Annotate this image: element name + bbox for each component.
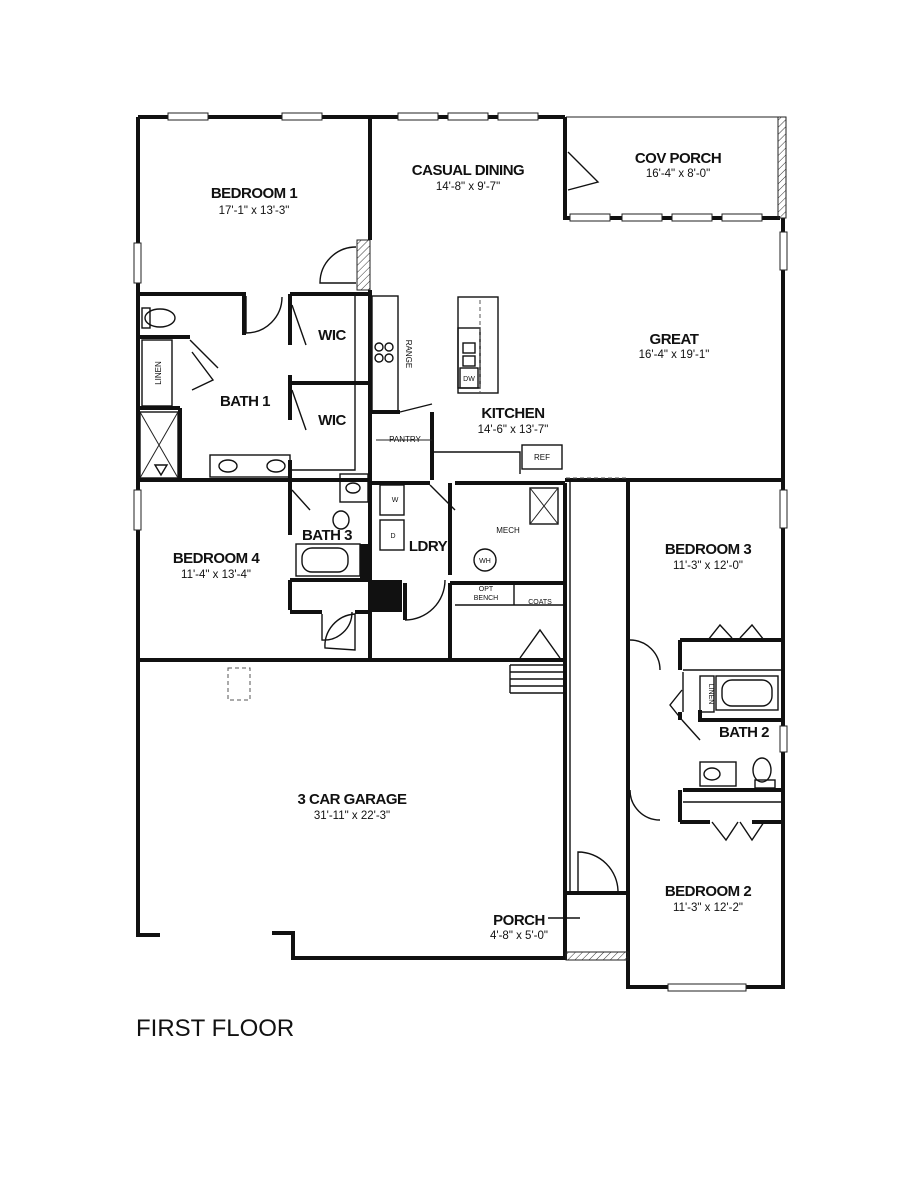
bath1-name: BATH 1 — [220, 393, 270, 410]
bath2-name: BATH 2 — [719, 724, 769, 741]
ref-label: REF — [534, 453, 550, 462]
bath3-name: BATH 3 — [302, 527, 352, 544]
interior-walls — [138, 117, 783, 893]
linen1-label: LINEN — [154, 361, 163, 385]
wic2-name: WIC — [318, 412, 346, 429]
dining-wall-hatch — [356, 239, 371, 291]
fixtures — [139, 295, 779, 789]
cov-porch-column-right — [777, 116, 787, 219]
opt-label: OPT — [479, 586, 494, 593]
wic1-name: WIC — [318, 327, 346, 344]
bedroom4-dim: 11'-4" x 13'-4" — [181, 569, 251, 581]
linen2-label: LINEN — [707, 684, 714, 705]
mech-label: MECH — [496, 526, 520, 535]
kitchen-dim: 14'-6" x 13'-7" — [478, 424, 549, 436]
washer-label: W — [392, 497, 399, 504]
porch-dim: 4'-8" x 5'-0" — [490, 930, 548, 942]
pantry-label: PANTRY — [389, 435, 421, 444]
ldry-name: LDRY — [409, 538, 448, 555]
floor-title: FIRST FLOOR — [136, 1015, 294, 1042]
wh-label: WH — [479, 558, 491, 565]
dryer-label: D — [390, 533, 395, 540]
porch-name: PORCH — [493, 912, 545, 929]
casual-dining-name: CASUAL DINING — [412, 162, 524, 179]
kitchen-name: KITCHEN — [481, 405, 544, 422]
porch-hatch-bottom — [565, 951, 629, 961]
room-labels: BEDROOM 1 17'-1" x 13'-3" CASUAL DINING … — [173, 150, 770, 942]
casual-dining-dim: 14'-8" x 9'-7" — [436, 181, 500, 193]
bedroom2-name: BEDROOM 2 — [665, 883, 752, 900]
bedroom3-dim: 11'-3" x 12'-0" — [673, 560, 743, 572]
fixture-labels: LINEN RANGE DW PANTRY REF MECH WH W D OP… — [154, 340, 714, 705]
bedroom1-name: BEDROOM 1 — [211, 185, 298, 202]
bedroom2-dim: 11'-3" x 12'-2" — [673, 902, 743, 914]
range-label: RANGE — [404, 340, 413, 368]
great-name: GREAT — [650, 331, 699, 348]
garage-name: 3 CAR GARAGE — [297, 791, 407, 808]
great-dim: 16'-4" x 19'-1" — [639, 349, 710, 361]
bedroom4-name: BEDROOM 4 — [173, 550, 261, 567]
garage-dim: 31'-11" x 22'-3" — [314, 810, 390, 822]
cov-porch-dim: 16'-4" x 8'-0" — [646, 168, 710, 180]
bedroom1-dim: 17'-1" x 13'-3" — [219, 205, 290, 217]
doors — [189, 151, 765, 893]
bedroom3-name: BEDROOM 3 — [665, 541, 752, 558]
dw-label: DW — [463, 376, 475, 383]
windows — [133, 112, 788, 992]
bench-label: BENCH — [474, 595, 499, 602]
coats-label: COATS — [528, 599, 552, 606]
cov-porch-name: COV PORCH — [635, 150, 721, 167]
